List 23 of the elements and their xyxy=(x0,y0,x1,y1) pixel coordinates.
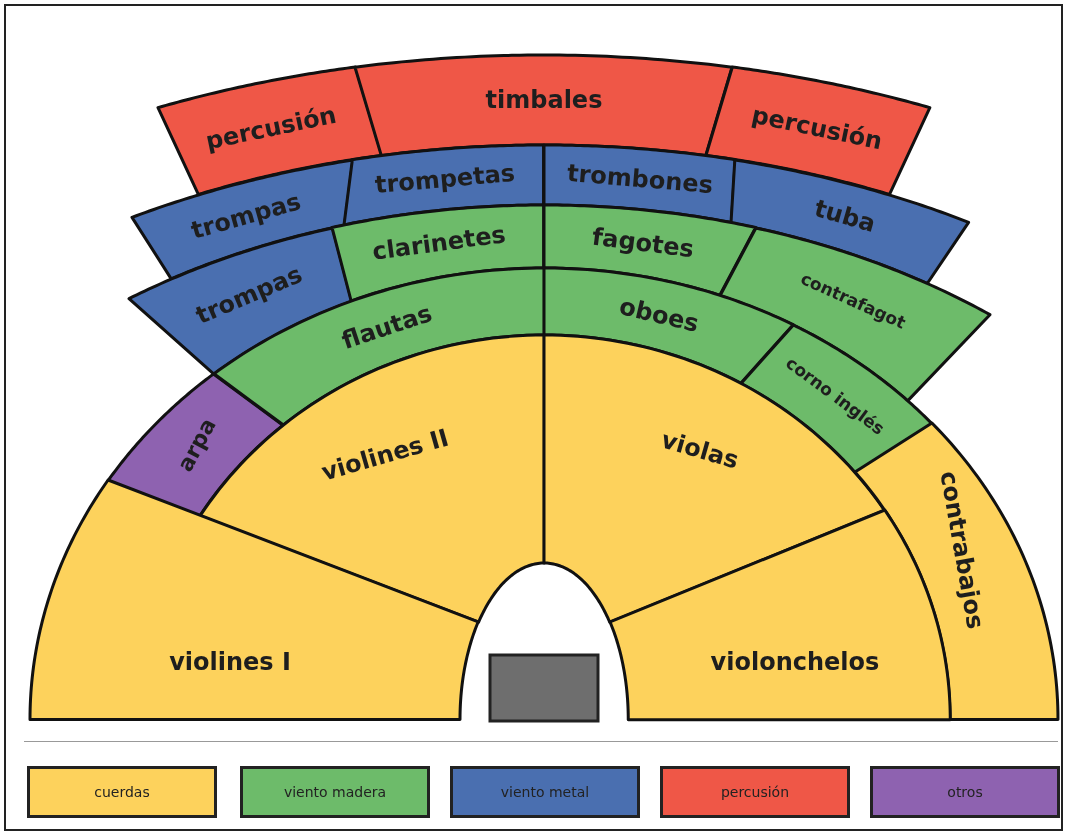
legend-label: cuerdas xyxy=(94,784,150,800)
legend-label: viento madera xyxy=(283,784,387,800)
seating-section xyxy=(30,480,479,720)
section-label: trombones xyxy=(566,160,714,198)
legend-label: otros xyxy=(947,784,983,800)
legend-label: viento metal xyxy=(500,784,590,800)
section-label: violonchelos xyxy=(710,650,880,674)
section-label: arpa xyxy=(173,415,220,476)
section-label: clarinetes xyxy=(371,222,508,265)
section-label: contrabajos xyxy=(936,469,988,631)
legend-label: percusión xyxy=(720,784,790,800)
seating-section xyxy=(544,335,885,623)
section-label: oboes xyxy=(617,293,702,336)
section-label: timbales xyxy=(485,88,603,112)
section-label: violines I xyxy=(169,650,291,674)
section-label: violines II xyxy=(318,425,452,485)
section-label: percusión xyxy=(749,102,884,154)
section-label: fagotes xyxy=(591,224,696,262)
podium-block xyxy=(488,653,600,723)
section-label: violas xyxy=(658,427,742,473)
seating-section xyxy=(355,55,733,156)
section-label: tuba xyxy=(812,196,879,237)
section-label: trompetas xyxy=(373,161,516,198)
